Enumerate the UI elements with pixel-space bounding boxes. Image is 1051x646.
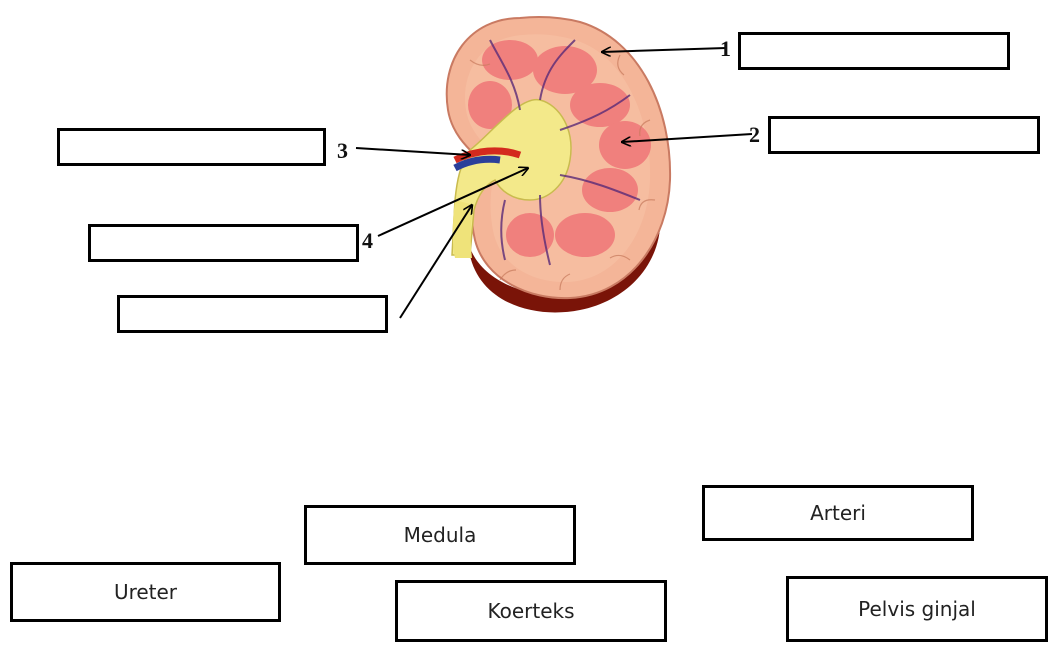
- drop-target-3[interactable]: [57, 128, 326, 166]
- answer-chip-medula[interactable]: Medula: [304, 505, 576, 565]
- marker-3: 3: [337, 140, 348, 162]
- drop-target-4[interactable]: [88, 224, 359, 262]
- marker-4: 4: [362, 230, 373, 252]
- marker-2: 2: [749, 124, 760, 146]
- answer-chip-arteri[interactable]: Arteri: [702, 485, 974, 541]
- answer-chip-koerteks[interactable]: Koerteks: [395, 580, 667, 642]
- drop-target-2[interactable]: [768, 116, 1040, 154]
- drop-target-1[interactable]: [738, 32, 1010, 70]
- answer-chip-pelvis-ginjal[interactable]: Pelvis ginjal: [786, 576, 1048, 642]
- drop-target-ureter[interactable]: [117, 295, 388, 333]
- leader-line-3: [356, 148, 470, 155]
- marker-1: 1: [720, 38, 731, 60]
- answer-chip-ureter[interactable]: Ureter: [10, 562, 281, 622]
- kidney-illustration: [447, 17, 670, 312]
